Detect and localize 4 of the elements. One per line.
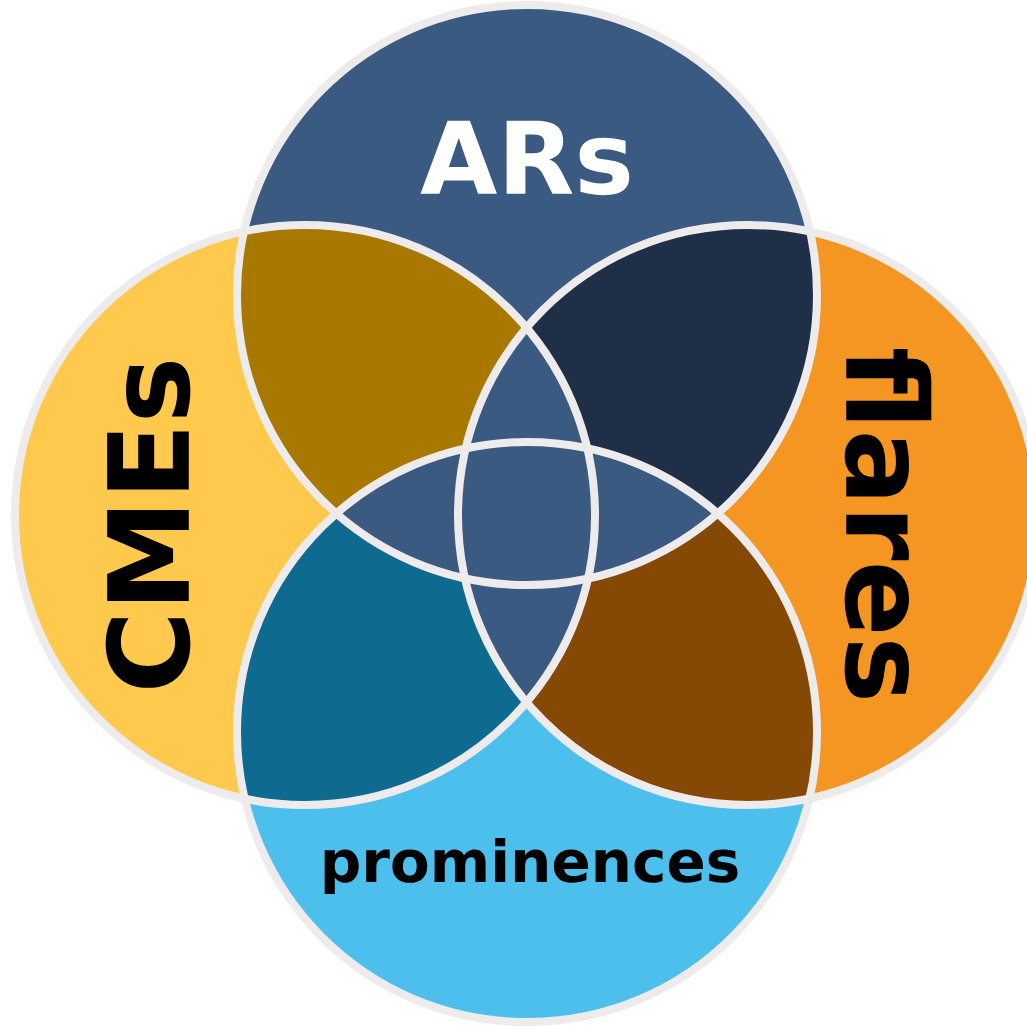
circle-label: flares [844,348,932,698]
circle-label: ARs [420,120,630,196]
circle-label: CMEs [105,361,191,688]
circle-label: prominences [324,837,738,895]
